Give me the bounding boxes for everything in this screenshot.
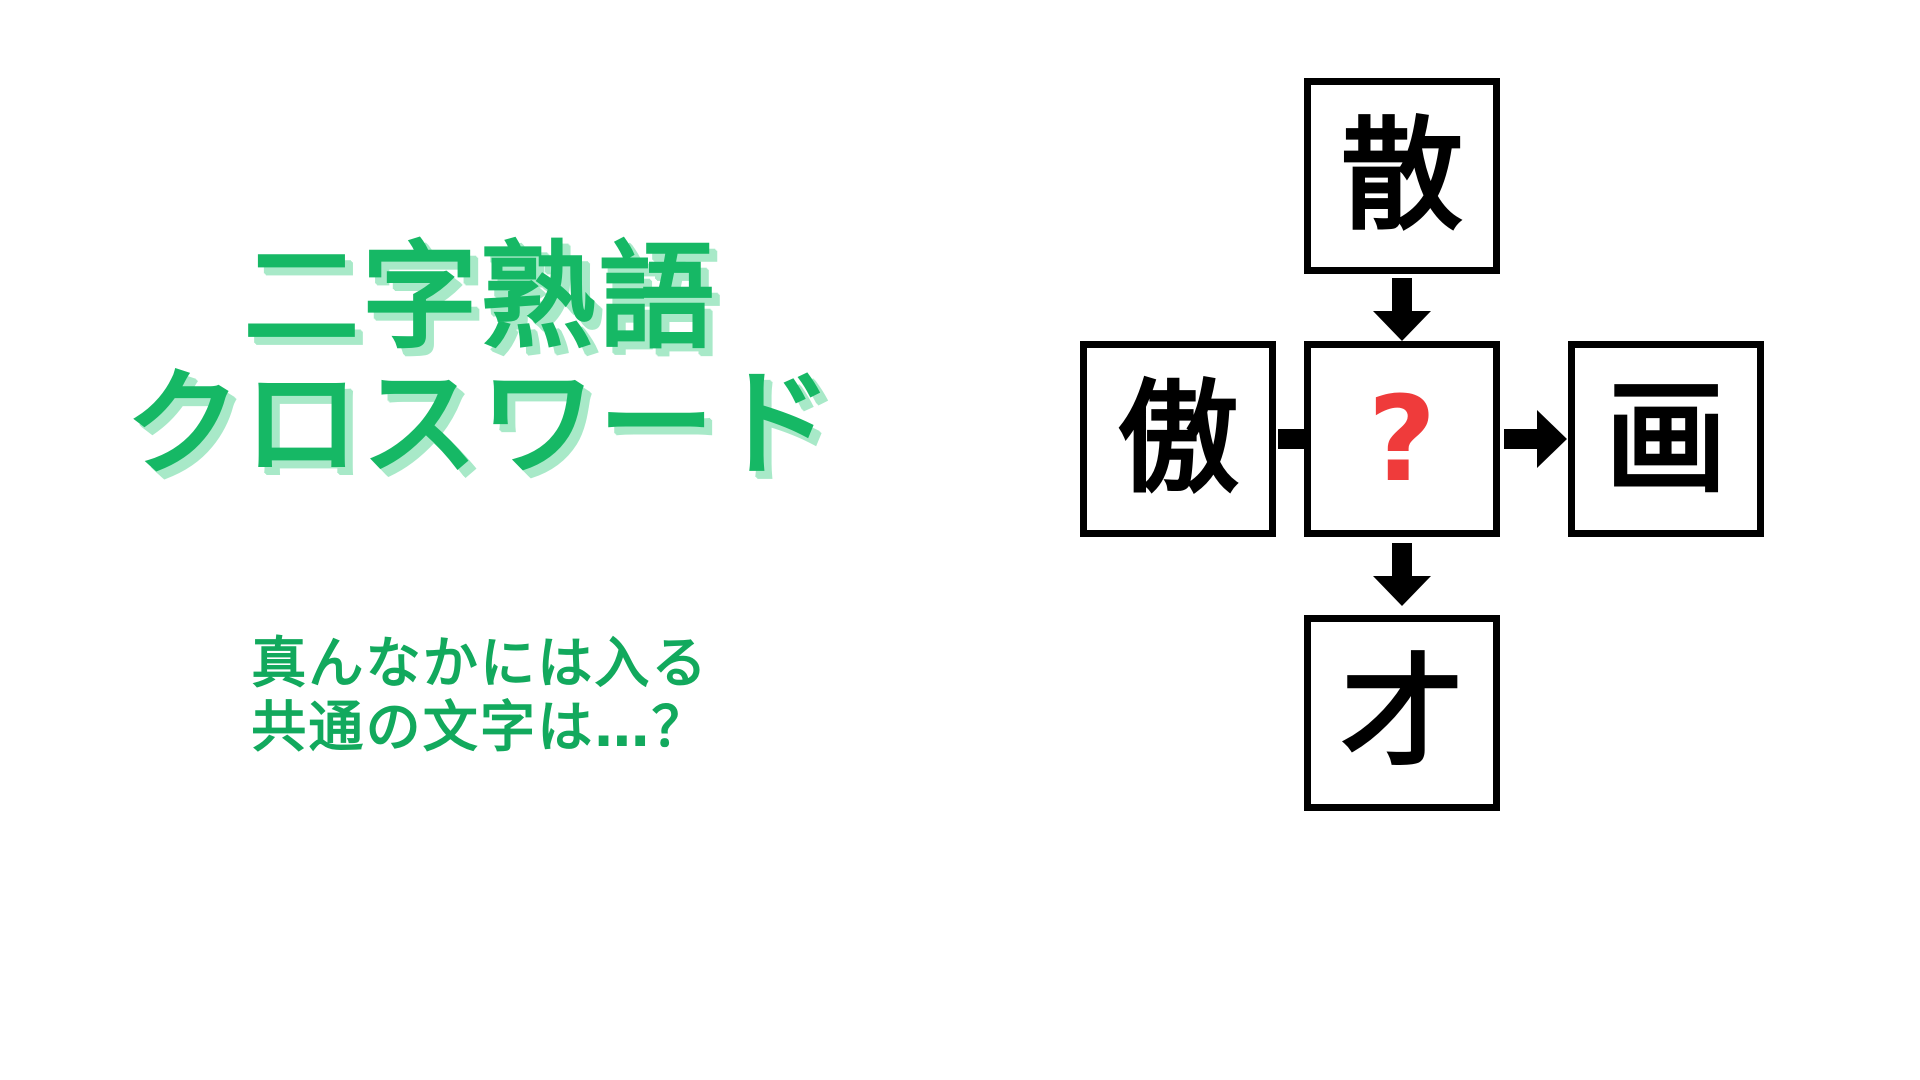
title-line-primary: 二字熟語 <box>243 230 717 365</box>
kanji-char-top: 散 <box>1341 105 1463 247</box>
page-title: 二字熟語 クロスワード <box>0 230 960 492</box>
title-panel: 二字熟語 クロスワード 真んなかには入る 共通の文字は…？ <box>0 230 960 760</box>
subtitle: 真んなかには入る 共通の文字は…？ <box>0 631 960 760</box>
arrow-down-icon-top <box>1371 278 1433 342</box>
kanji-cell-top[interactable]: 散 <box>1304 78 1500 274</box>
kanji-char-right: 画 <box>1605 368 1727 510</box>
kanji-cell-left[interactable]: 傲 <box>1080 341 1276 537</box>
answer-placeholder: ? <box>1367 370 1437 508</box>
kanji-cell-right[interactable]: 画 <box>1568 341 1764 537</box>
kanji-cell-center-answer[interactable]: ? <box>1304 341 1500 537</box>
arrow-right-icon-center <box>1504 408 1568 470</box>
subtitle-line-2: 共通の文字は…？ <box>251 694 709 759</box>
subtitle-line-1: 真んなかには入る <box>251 631 709 695</box>
kanji-char-left: 傲 <box>1117 368 1239 510</box>
kanji-cell-bottom[interactable]: 才 <box>1304 615 1500 811</box>
title-line-secondary: クロスワード <box>125 356 835 492</box>
arrow-down-icon-center <box>1371 543 1433 607</box>
crossword-diagram: 散 傲 ? 画 <box>960 0 1920 1080</box>
kanji-char-bottom: 才 <box>1341 642 1463 784</box>
